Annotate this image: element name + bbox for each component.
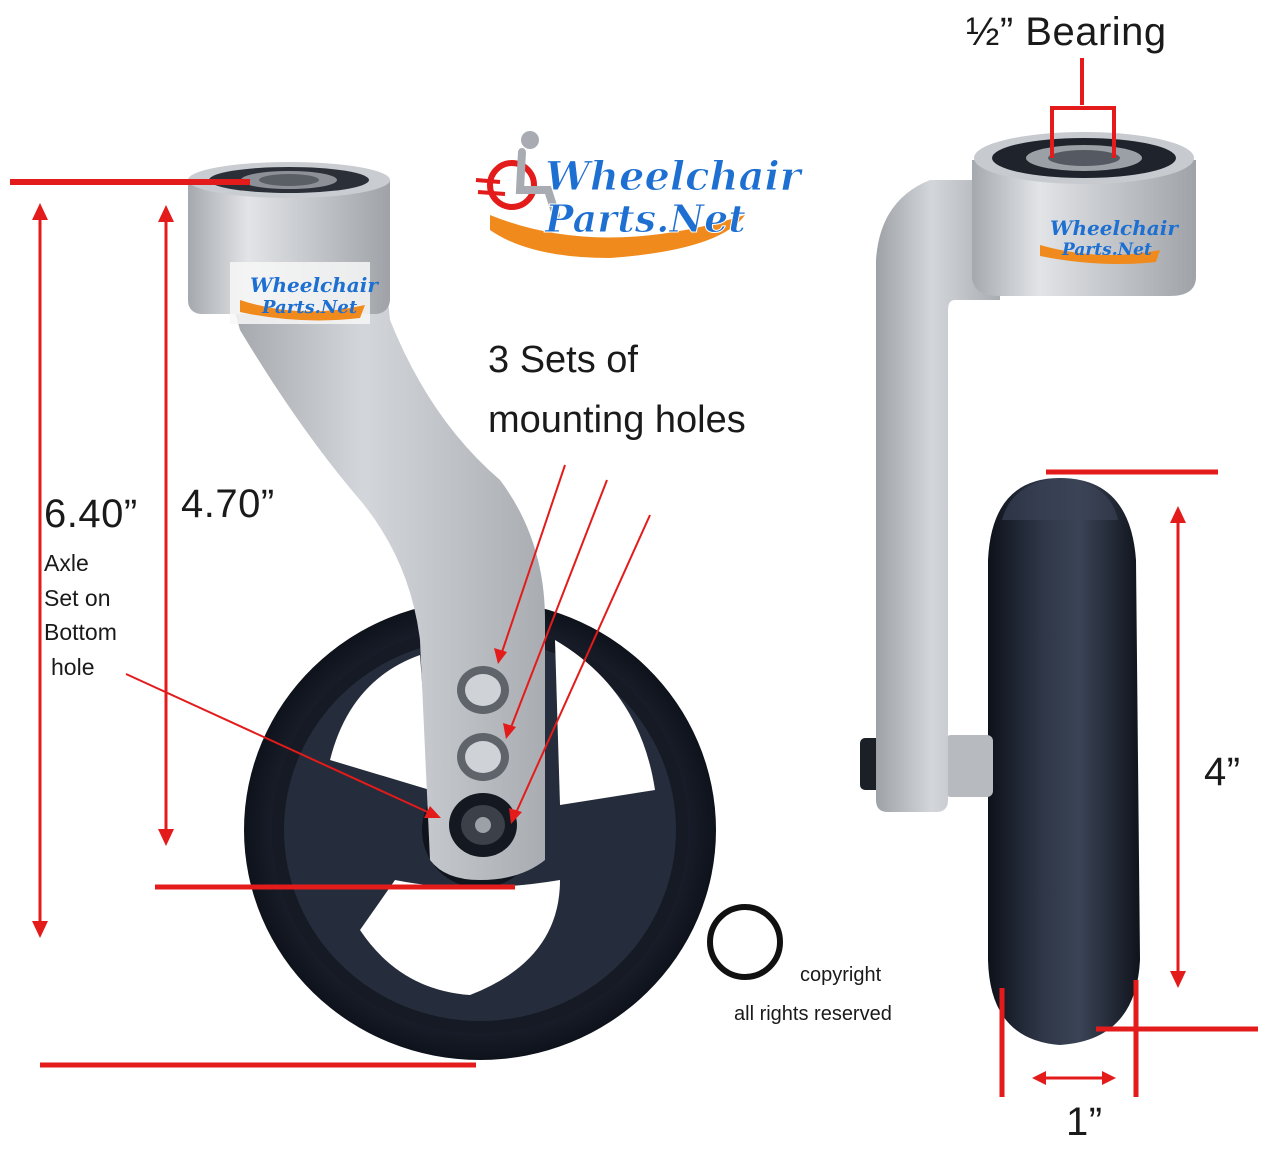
axle-pointer [125, 673, 441, 818]
right-housing-logo: Wheelchair Parts.Net [1040, 216, 1179, 264]
brand-logo: Wheelchair Parts.Net [475, 131, 804, 258]
left-wheel [244, 600, 716, 1060]
left-mounting-holes [449, 666, 517, 857]
left-housing-logo: Wheelchair Parts.Net [230, 262, 379, 324]
axle-note-line1: Axle [44, 550, 89, 576]
axle-note-line4: hole [51, 654, 95, 680]
fork-height-arrow [158, 205, 174, 846]
svg-text:Parts.Net: Parts.Net [261, 297, 358, 318]
wheel-width-arrow [1032, 1071, 1116, 1085]
wheel-height-arrow [1170, 506, 1186, 988]
axle-note-line2: Set on [44, 585, 111, 611]
overall-height-arrow [32, 203, 48, 938]
svg-text:Wheelchair: Wheelchair [1050, 216, 1179, 240]
wheel-width-label: 1” [1066, 1100, 1103, 1144]
fork-height-label: 4.70” [181, 482, 275, 526]
right-axle [945, 735, 993, 797]
wheelchair-icon [487, 160, 537, 210]
axle-note-line3: Bottom [44, 619, 117, 645]
logo-line2: Parts.Net [544, 196, 746, 241]
copyright-line2: all rights reserved [734, 1003, 892, 1025]
left-caster: Wheelchair Parts.Net [188, 162, 716, 1060]
bearing-bracket [1050, 58, 1116, 158]
mounting-hole-pointers [494, 464, 651, 824]
right-wheel [988, 478, 1140, 1045]
wheel-height-label: 4” [1204, 750, 1241, 794]
mounting-holes-label-line1: 3 Sets of [488, 339, 638, 381]
svg-text:Parts.Net: Parts.Net [1061, 240, 1152, 260]
right-bearing-housing [972, 132, 1196, 296]
copyright-icon [707, 904, 783, 980]
right-fork-arm [876, 180, 1000, 812]
logo-line1: Wheelchair [545, 153, 804, 200]
copyright-line1: copyright [800, 964, 882, 986]
bearing-label: ½” Bearing [966, 10, 1167, 54]
mounting-holes-label-line2: mounting holes [488, 399, 746, 441]
overall-height-label: 6.40” [44, 492, 138, 536]
svg-text:Wheelchair: Wheelchair [250, 273, 379, 297]
right-caster: Wheelchair Parts.Net [860, 132, 1196, 1045]
dimension-annotations [10, 58, 1258, 1097]
left-fork-arm [215, 240, 545, 880]
